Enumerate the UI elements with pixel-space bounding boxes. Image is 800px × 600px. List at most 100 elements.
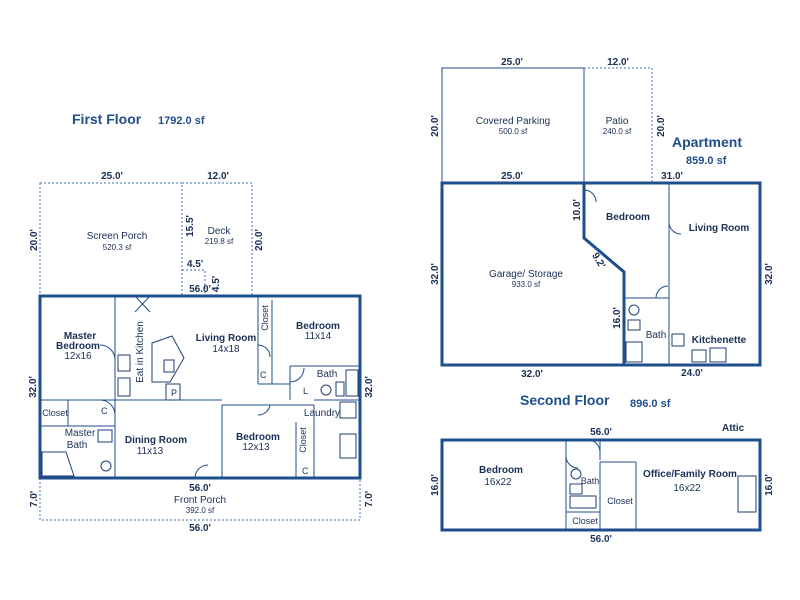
- master-bath-label-1: Master: [65, 428, 96, 439]
- bath-toilet-icon: [320, 384, 332, 396]
- dim-porch-height: 20.0': [29, 229, 40, 251]
- dim-patio-height: 20.0': [656, 115, 667, 137]
- apt-shower-icon: [625, 341, 643, 363]
- door-living-closet: [257, 344, 271, 358]
- deck-label: Deck: [208, 226, 232, 237]
- eat-in-kitchen-label: Eat in Kitchen: [135, 321, 146, 383]
- sf-bedroom-label: Bedroom: [479, 465, 523, 476]
- apartment-outline: [584, 181, 762, 367]
- second-floor-area: 896.0 sf: [630, 398, 671, 410]
- fridge-icon: [117, 377, 131, 397]
- attic-label: Attic: [722, 423, 745, 434]
- dim-sf-left: 16.0': [430, 474, 441, 496]
- second-floor: Second Floor 896.0 sf Attic Bedroom 16x2…: [430, 392, 775, 545]
- cooktop-icon: [163, 359, 175, 373]
- sf-bath-label: Bath: [581, 476, 600, 486]
- apartment: Covered Parking 500.0 sf Patio 240.0 sf …: [430, 57, 775, 380]
- apt-stove-icon: [671, 333, 685, 347]
- porch-door: [134, 295, 151, 313]
- master-bedroom-size: 12x16: [64, 351, 92, 362]
- washer-icon: [339, 401, 357, 419]
- bath-tub-icon: [345, 369, 359, 397]
- apt-bath-label: Bath: [646, 330, 667, 341]
- closet-bedroom-label: Closet: [298, 427, 308, 453]
- dim-parking-height: 20.0': [430, 115, 441, 137]
- wall-bedroom-s: [221, 404, 315, 478]
- apartment-title: Apartment: [672, 134, 742, 150]
- bath2-sink-icon: [569, 483, 583, 495]
- dining-room-size: 11x13: [137, 446, 164, 457]
- first-floor-shell: [38, 294, 362, 480]
- door-master-closet: [99, 399, 116, 416]
- marker-l-linen: L: [303, 386, 308, 396]
- dim-bed-wall: 10.0': [572, 199, 583, 221]
- apt-fridge-icon: [709, 347, 727, 363]
- apt-sink-icon: [627, 319, 641, 331]
- garage-area: 933.0 sf: [512, 280, 541, 289]
- dim-house-top: 56.0': [189, 284, 211, 295]
- bedroom-s-size: 12x13: [242, 442, 270, 453]
- screen-porch-area: 520.3 sf: [103, 243, 132, 252]
- apt-sink2-icon: [691, 349, 707, 363]
- door-office: [587, 439, 601, 453]
- office-size: 16x22: [673, 483, 701, 494]
- dim-house-bottom: 56.0': [189, 483, 211, 494]
- dim-deck-width: 12.0': [207, 171, 229, 182]
- deck-area: 219.8 sf: [205, 237, 234, 246]
- apartment-area: 859.0 sf: [686, 155, 727, 167]
- dim-sf-right: 16.0': [764, 474, 775, 496]
- dim-apt-bottom: 24.0': [681, 368, 703, 379]
- marker-p-pantry: P: [171, 388, 177, 398]
- kitchen-island: [151, 335, 185, 383]
- door-apt-living: [668, 221, 682, 235]
- dim-front-left: 7.0': [29, 491, 40, 507]
- screen-porch-label: Screen Porch: [87, 231, 148, 242]
- dim-parking-width: 25.0': [501, 57, 523, 68]
- dim-house-right: 32.0': [364, 376, 375, 398]
- stair-icon: [339, 433, 357, 459]
- bath2-toilet-icon: [570, 468, 582, 480]
- bedroom-ne-label: Bedroom: [296, 321, 340, 332]
- dim-garage-left: 32.0': [430, 263, 441, 285]
- dim-deck-height: 20.0': [254, 229, 265, 251]
- front-porch-outline: [39, 478, 361, 521]
- vanity-icon: [97, 429, 113, 443]
- dim-garage-top: 25.0': [501, 171, 523, 182]
- dim-deck-inner: 15.5': [185, 215, 196, 237]
- office-label: Office/Family Room: [643, 469, 737, 480]
- patio-outline: [584, 67, 653, 183]
- sf-closet-office-label: Closet: [607, 496, 633, 506]
- first-floor-title: First Floor: [72, 111, 142, 127]
- dim-front-right: 7.0': [364, 491, 375, 507]
- master-bedroom-label-1: Master: [64, 331, 96, 342]
- bedroom-ne-size: 11x14: [305, 331, 332, 342]
- door-apt-bath: [655, 285, 669, 299]
- sf-closet-bath-label: Closet: [572, 516, 598, 526]
- second-floor-title: Second Floor: [520, 392, 610, 408]
- toilet-icon: [100, 460, 112, 472]
- door-bath: [289, 367, 305, 383]
- first-floor: First Floor 1792.0 sf Screen Porch 520.3…: [28, 111, 375, 534]
- closet-master-label: Closet: [42, 408, 68, 418]
- dim-porch-width: 25.0': [101, 171, 123, 182]
- closet-living-label: Closet: [260, 305, 270, 331]
- laundry-label: Laundry: [304, 408, 340, 419]
- dim-front-bottom: 56.0': [189, 523, 211, 534]
- garage-label: Garage/ Storage: [489, 269, 563, 280]
- bath-sink-icon: [335, 381, 345, 397]
- front-porch-label: Front Porch: [174, 495, 226, 506]
- stove-icon: [117, 354, 131, 372]
- kitchenette-label: Kitchenette: [692, 335, 747, 346]
- first-floor-area: 1792.0 sf: [158, 115, 205, 127]
- dim-apt-right: 32.0': [764, 263, 775, 285]
- bedroom-s-label: Bedroom: [236, 432, 280, 443]
- door-bedroom-s: [257, 404, 271, 416]
- apt-toilet-icon: [628, 304, 640, 316]
- dim-sf-top: 56.0': [590, 427, 612, 438]
- apt-bedroom-label: Bedroom: [606, 212, 650, 223]
- covered-parking-area: 500.0 sf: [499, 127, 528, 136]
- front-porch-area: 392.0 sf: [186, 506, 215, 515]
- dim-garage-bottom: 32.0': [521, 369, 543, 380]
- living-room-size: 14x18: [212, 344, 240, 355]
